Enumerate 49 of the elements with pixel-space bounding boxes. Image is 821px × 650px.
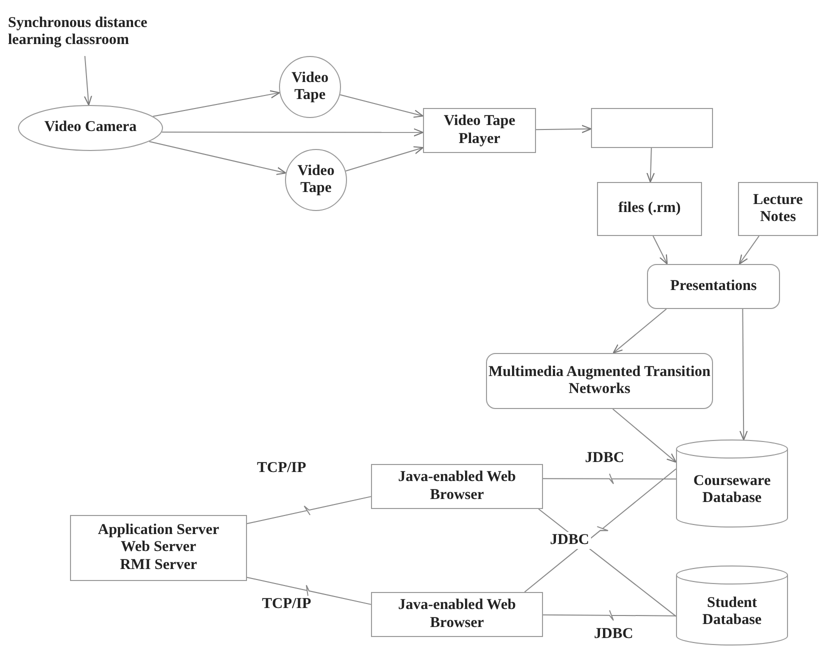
connector-arrow [161,128,424,137]
connector-line [246,576,372,605]
connector-line [542,610,676,621]
connector-line [524,468,676,592]
node-text: RMI Server [120,556,198,574]
node-text: Video Tape [296,162,336,198]
database-cylinder [676,440,788,528]
node-text: Courseware Database [692,472,772,508]
process-box [647,264,780,309]
connector-arrow [652,236,668,265]
node-text: Presentations [670,278,757,296]
node-text: Lecture Notes [752,192,804,226]
process-ellipse [18,105,163,151]
node-text: Video Tape Player [442,113,516,148]
storage-circle [279,56,341,118]
connector-arrow [536,124,592,134]
connector-arrow [738,236,760,265]
node-text: Student Database [701,594,763,630]
connector-arrow [340,94,424,118]
data-box [738,182,818,236]
connector-arrow [84,56,92,106]
storage-circle [285,149,347,211]
connector-line [542,473,676,484]
connector-arrow [739,308,748,441]
connector-arrow [345,146,424,172]
node-text: Video Camera [44,119,137,137]
node-text: Application Server [98,522,220,540]
edge-label: JDBC [548,532,592,549]
database-cylinder [676,566,788,646]
node-text: files (.rm) [618,200,681,218]
node-text: Web Server [120,539,196,557]
process-box [591,108,713,148]
node-text: Java-enabled Web Browser [397,597,517,632]
connector-arrow [612,308,667,354]
node-text: Java-enabled Web Browser [397,469,517,504]
node-text: Multimedia Augmented Transition Networks [488,364,712,398]
connector-arrow [148,141,286,176]
process-box [486,353,713,409]
process-box [423,108,536,153]
browser-box [371,592,543,637]
connector-arrow [152,90,280,117]
browser-box [371,464,543,509]
server-box [70,515,247,581]
connector-line [246,496,372,524]
node-text: Synchronous distance learning classroom [8,14,148,50]
node-text: Video Tape [290,70,330,104]
connector-arrow [646,148,655,183]
connector-arrow [612,408,677,463]
data-box [597,182,702,236]
